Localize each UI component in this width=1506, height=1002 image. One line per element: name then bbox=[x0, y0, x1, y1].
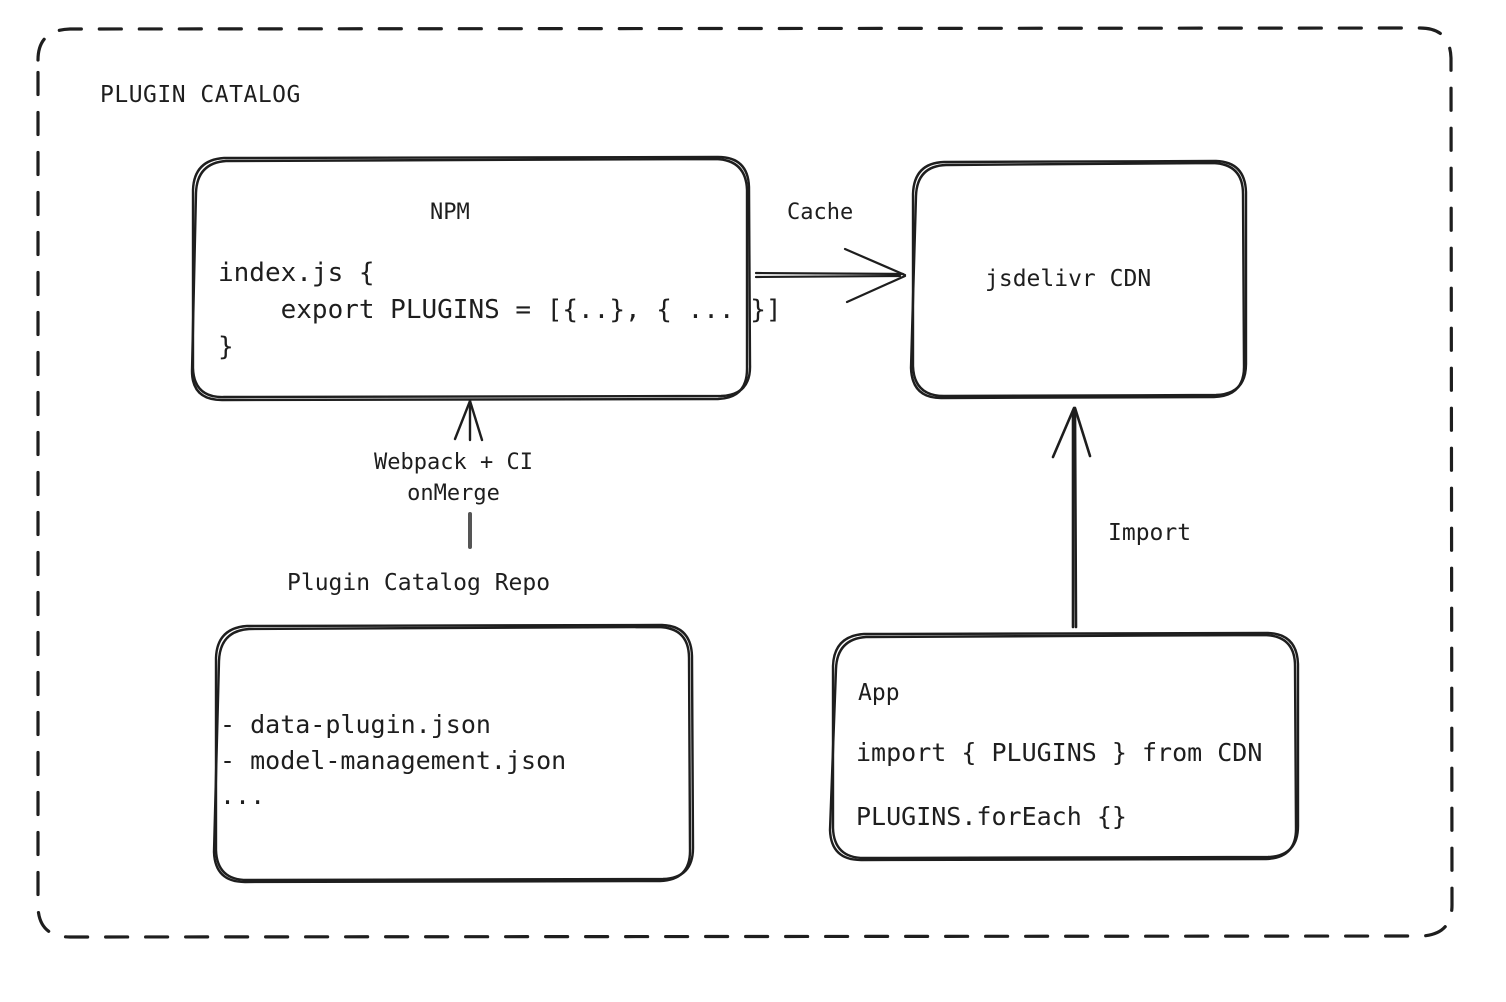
repo-node-file-list: - data-plugin.json - model-management.js… bbox=[220, 710, 567, 810]
npm-node-title: NPM bbox=[430, 200, 470, 225]
edge-label-import: Import bbox=[1108, 520, 1192, 546]
edge-import bbox=[1051, 406, 1092, 629]
repo-node-title: Plugin Catalog Repo bbox=[287, 570, 551, 596]
group-title: PLUGIN CATALOG bbox=[100, 82, 301, 108]
app-node-title: App bbox=[858, 680, 900, 706]
edge-label-cache: Cache bbox=[787, 200, 854, 225]
edge-build bbox=[453, 399, 484, 442]
app-node-code-import: import { PLUGINS } from CDN bbox=[856, 738, 1263, 767]
npm-node-code: index.js { export PLUGINS = [{..}, { ...… bbox=[218, 258, 782, 362]
app-node-code-foreach: PLUGINS.forEach {} bbox=[856, 802, 1127, 831]
edge-label-build: Webpack + CI onMerge bbox=[374, 450, 533, 507]
cdn-node-title: jsdelivr CDN bbox=[985, 266, 1152, 292]
